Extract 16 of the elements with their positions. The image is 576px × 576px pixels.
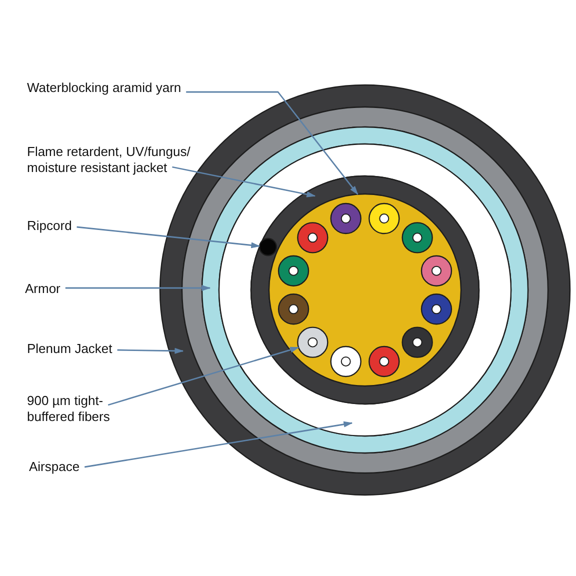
buffered-fiber <box>297 326 328 358</box>
part-label: Waterblocking aramid yarn <box>27 80 182 96</box>
leader-line <box>172 166 316 198</box>
leader-line <box>108 346 299 406</box>
part-label: 900 µm tight-buffered fibers <box>27 393 132 425</box>
part-label: Flame retardent, UV/fungus/ moisture resistant jacket <box>27 144 207 176</box>
leader-line <box>84 421 352 468</box>
leader-line <box>65 285 210 291</box>
leader-line <box>186 91 358 195</box>
ripcord-dot <box>258 238 278 256</box>
part-label: Ripcord <box>27 218 72 234</box>
part-label: Airspace <box>29 459 80 475</box>
leader-line <box>76 226 260 248</box>
part-label: Plenum Jacket <box>27 341 112 357</box>
cable-core <box>268 193 462 387</box>
part-label: Armor <box>25 281 60 297</box>
